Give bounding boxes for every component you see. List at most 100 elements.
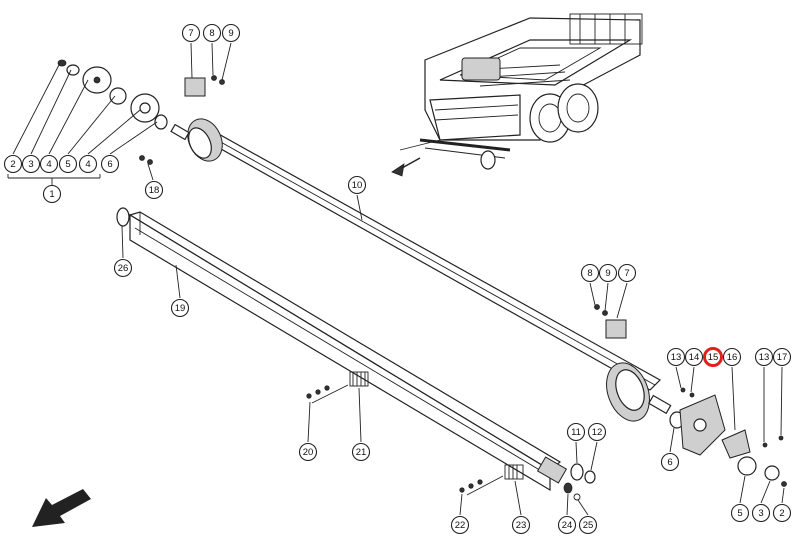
callout-circle	[42, 184, 62, 204]
callout-circle	[772, 347, 792, 367]
callout-circle	[298, 442, 318, 462]
baler-machine-icon	[391, 13, 643, 177]
callout-circle	[58, 154, 78, 174]
callout-c25: 25	[578, 515, 598, 535]
callout-label: 14	[689, 352, 700, 363]
right-hub-parts	[594, 304, 787, 487]
callout-c5-right: 5	[730, 503, 750, 523]
callout-label: 3	[28, 159, 33, 170]
callout-label: 3	[758, 508, 763, 519]
callout-label: 23	[516, 520, 527, 531]
callout-label: 8	[209, 28, 214, 39]
callout-circle	[113, 258, 133, 278]
callout-label: 4	[85, 159, 90, 170]
callout-label: 17	[777, 352, 788, 363]
callout-c15: 15	[703, 347, 723, 367]
left-hub-parts	[7, 59, 225, 186]
callout-label: 16	[727, 352, 738, 363]
callout-c21: 21	[351, 442, 371, 462]
callout-c7-right: 7	[617, 263, 637, 283]
callout-label: 8	[587, 268, 592, 279]
callout-circle	[598, 263, 618, 283]
callout-circle	[450, 515, 470, 535]
callout-label: 2	[10, 159, 15, 170]
callout-circle	[566, 422, 586, 442]
callout-label: 19	[175, 303, 186, 314]
callout-c3-right: 3	[751, 503, 771, 523]
callout-circle	[722, 347, 742, 367]
callout-c26: 26	[113, 258, 133, 278]
callout-label: 21	[356, 447, 367, 458]
callout-label: 5	[65, 159, 70, 170]
callout-c13b: 13	[754, 347, 774, 367]
callout-circle	[666, 347, 686, 367]
callout-circle	[202, 23, 222, 43]
callout-c5-left: 5	[58, 154, 78, 174]
callout-label: 10	[352, 180, 363, 191]
callout-c23: 23	[511, 515, 531, 535]
callout-c8-right: 8	[580, 263, 600, 283]
callout-label: 20	[303, 447, 314, 458]
callout-circle	[684, 347, 704, 367]
callout-circle	[754, 347, 774, 367]
callout-circle	[3, 154, 23, 174]
callout-c13a: 13	[666, 347, 686, 367]
callout-c22: 22	[450, 515, 470, 535]
callout-circle	[351, 442, 371, 462]
callout-label: 4	[46, 159, 51, 170]
callout-label: 9	[228, 28, 233, 39]
callout-label: 7	[624, 268, 629, 279]
callout-label: 1	[49, 189, 54, 200]
callout-label: 13	[759, 352, 770, 363]
callout-c10: 10	[347, 175, 367, 195]
callout-c16: 16	[722, 347, 742, 367]
callout-circle	[170, 298, 190, 318]
callout-label: 6	[667, 457, 672, 468]
callout-label: 24	[562, 520, 573, 531]
callout-c6-right: 6	[660, 452, 680, 472]
callout-c18: 18	[144, 180, 164, 200]
callout-circle	[578, 515, 598, 535]
callout-label: 9	[605, 268, 610, 279]
callout-circle	[730, 503, 750, 523]
direction-arrow-icon	[32, 489, 91, 527]
callout-circle	[347, 175, 367, 195]
callout-label: 7	[188, 28, 193, 39]
callout-label: 15	[708, 352, 719, 363]
callout-label: 18	[149, 185, 160, 196]
callout-circle	[144, 180, 164, 200]
callout-label: 12	[592, 427, 603, 438]
callout-c4a-left: 4	[39, 154, 59, 174]
callout-circle	[751, 503, 771, 523]
callout-c9-top: 9	[221, 23, 241, 43]
callout-circle	[703, 347, 723, 367]
callout-label: 2	[779, 508, 784, 519]
callout-label: 13	[671, 352, 682, 363]
callout-c9-right: 9	[598, 263, 618, 283]
callout-c2-left: 2	[3, 154, 23, 174]
callout-label: 6	[107, 159, 112, 170]
callout-circle	[511, 515, 531, 535]
callout-circle	[181, 23, 201, 43]
callout-label: 25	[583, 520, 594, 531]
callout-circle	[557, 515, 577, 535]
callout-circle	[78, 154, 98, 174]
callout-c2-right: 2	[772, 503, 792, 523]
callout-label: 5	[737, 508, 742, 519]
callout-circle	[21, 154, 41, 174]
callout-circle	[660, 452, 680, 472]
callout-c1: 1	[42, 184, 62, 204]
callout-circle	[587, 422, 607, 442]
callout-c3-left: 3	[21, 154, 41, 174]
callout-circle	[772, 503, 792, 523]
callout-label: 26	[118, 263, 129, 274]
beam	[116, 207, 596, 501]
callout-circle	[39, 154, 59, 174]
callout-circle	[100, 154, 120, 174]
callout-circle	[221, 23, 241, 43]
spring-parts	[306, 371, 524, 496]
leader-lines	[12, 42, 785, 516]
